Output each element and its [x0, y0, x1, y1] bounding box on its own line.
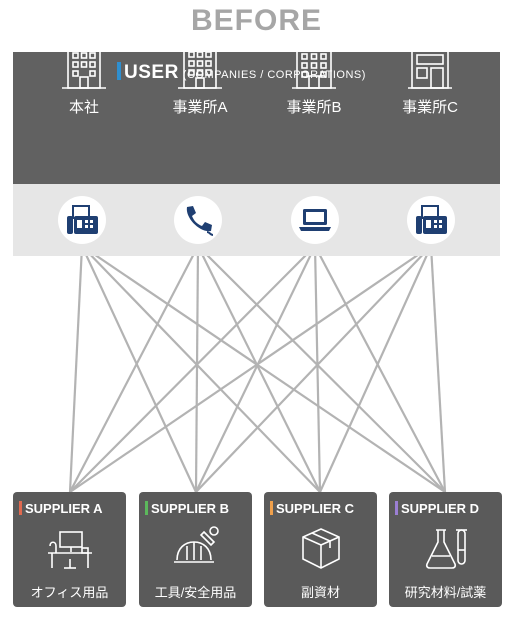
site-label-office-b: 事業所B	[286, 99, 342, 116]
office-building-icon	[54, 44, 114, 92]
supplier-name-text: SUPPLIER C	[276, 501, 355, 516]
user-heading-title: USER	[124, 62, 179, 83]
hardhat-wrench-icon	[170, 526, 222, 572]
supplier-category: 副資材	[300, 585, 340, 600]
connection-line-1-1	[194, 245, 200, 493]
connection-line-0-0	[68, 245, 84, 493]
user-panel: USER(COMPANIES / CORPORATIONS)	[13, 52, 500, 184]
supplier-color-bar	[145, 501, 148, 515]
connection-line-1-3	[197, 245, 446, 493]
laptop-icon	[291, 196, 339, 244]
connection-line-0-1	[81, 245, 197, 493]
page-title: BEFORE	[190, 4, 322, 37]
connection-line-3-3	[429, 245, 447, 493]
site-label-office-c: 事業所C	[402, 99, 458, 116]
accent-bar	[117, 62, 121, 80]
connection-line-2-0	[69, 245, 316, 493]
flask-icon	[420, 526, 472, 572]
supplier-card-b: SUPPLIER B 工具/安全用品	[139, 492, 252, 607]
supplier-color-bar	[395, 501, 398, 515]
supplier-card-c: SUPPLIER C 副資材	[264, 492, 377, 607]
supplier-card-d: SUPPLIER D 研究材料/試薬	[389, 492, 502, 607]
supplier-name: SUPPLIER D	[395, 501, 479, 516]
connection-line-3-2	[318, 245, 433, 493]
supplier-category: 工具/安全用品	[154, 585, 237, 600]
site-label-honsha: 本社	[68, 99, 99, 116]
office-building-icon	[284, 44, 344, 92]
connection-line-3-1	[195, 245, 432, 493]
connection-line-2-2	[313, 245, 322, 493]
fax-icon	[58, 196, 106, 244]
connection-line-3-0	[69, 245, 432, 493]
supplier-name: SUPPLIER C	[270, 501, 354, 516]
box-icon	[295, 526, 347, 572]
supplier-name-text: SUPPLIER B	[151, 501, 230, 516]
connection-line-1-0	[69, 245, 199, 493]
phone-icon	[174, 196, 222, 244]
supplier-name: SUPPLIER A	[19, 501, 103, 516]
connection-line-0-3	[81, 245, 446, 493]
supplier-color-bar	[19, 501, 22, 515]
fax-icon	[407, 196, 455, 244]
office-desk-icon	[44, 526, 96, 572]
site-label-office-a: 事業所A	[172, 99, 228, 116]
supplier-card-a: SUPPLIER A オフィス用品	[13, 492, 126, 607]
supplier-category: 研究材料/試薬	[404, 585, 487, 600]
supplier-name: SUPPLIER B	[145, 501, 229, 516]
supplier-color-bar	[270, 501, 273, 515]
connection-line-2-1	[195, 245, 316, 493]
supplier-name-text: SUPPLIER D	[401, 501, 480, 516]
connection-line-1-2	[197, 245, 321, 493]
connection-line-2-3	[314, 245, 446, 493]
supplier-name-text: SUPPLIER A	[25, 501, 103, 516]
connection-line-0-2	[81, 245, 321, 493]
supplier-category: オフィス用品	[30, 585, 109, 600]
office-building-icon	[170, 44, 230, 92]
store-building-icon	[400, 44, 460, 92]
